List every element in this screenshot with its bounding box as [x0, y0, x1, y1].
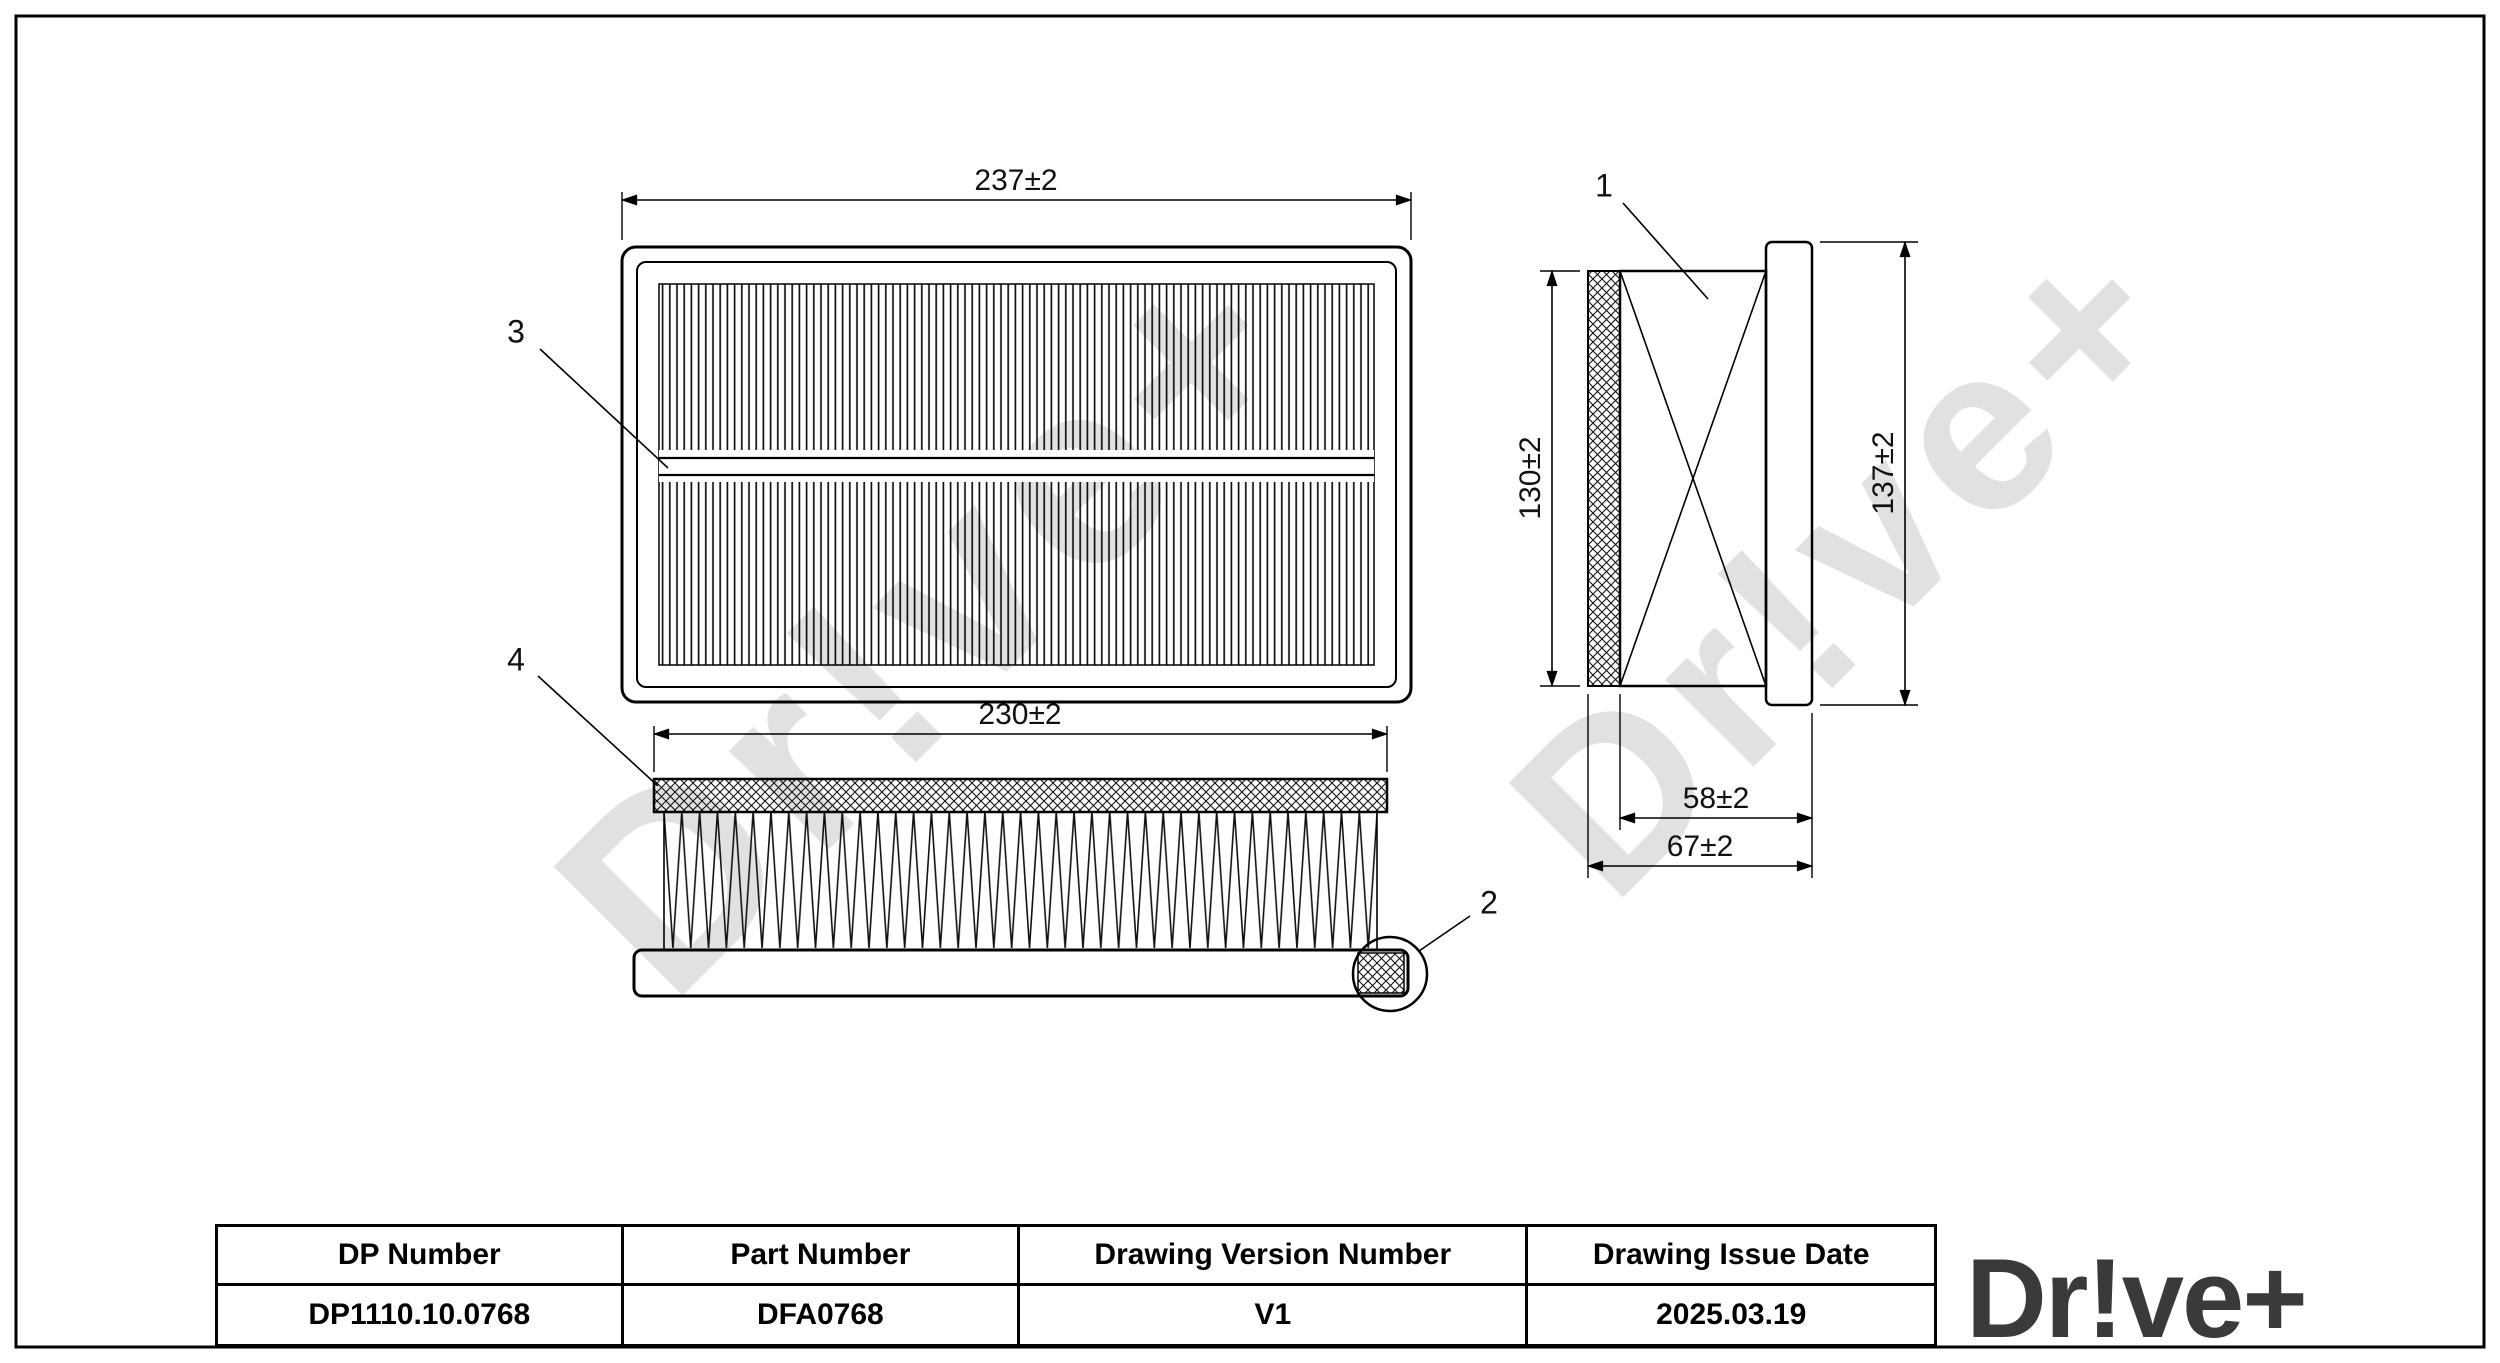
dimension-overall-height: 137±2 — [1867, 431, 1900, 515]
dim-overall-depth — [1586, 694, 1814, 878]
title-block-header-issue-date: Drawing Issue Date — [1528, 1227, 1934, 1286]
title-block-header-dp-number: DP Number — [218, 1227, 624, 1286]
leader-callout-3 — [539, 348, 669, 469]
dimension-overall-depth: 67±2 — [1666, 830, 1734, 863]
dim-media-depth — [1618, 694, 1814, 878]
title-block-value-drawing-version: V1 — [1020, 1285, 1529, 1344]
leader-callout-1 — [1622, 202, 1709, 300]
dimension-media-depth: 58±2 — [1682, 782, 1750, 815]
callout-1: 1 — [1595, 167, 1613, 204]
sheet-border — [14, 14, 2486, 1349]
title-block-value-part-number: DFA0768 — [624, 1285, 1021, 1344]
dimension-seal-width: 230±2 — [978, 698, 1062, 731]
dim-overall-height — [1820, 240, 1918, 707]
plan-view — [620, 245, 1413, 704]
title-block-header-drawing-version: Drawing Version Number — [1020, 1227, 1529, 1286]
title-block-value-dp-number: DP1110.10.0768 — [218, 1285, 624, 1344]
title-block: DP Number Part Number Drawing Version Nu… — [215, 1224, 1937, 1347]
callout-4: 4 — [507, 641, 525, 678]
side-view — [1587, 202, 1814, 707]
brand-logo: Dr!ve+ — [1966, 1236, 2308, 1361]
callout-3: 3 — [507, 313, 525, 350]
dim-top-width — [620, 192, 1413, 240]
leader-callout-4 — [537, 675, 659, 787]
dimension-top-width: 237±2 — [974, 164, 1058, 197]
leader-callout-2 — [1418, 915, 1471, 952]
front-view — [632, 777, 1471, 1013]
title-block-header-part-number: Part Number — [623, 1227, 1021, 1286]
title-block-value-issue-date: 2025.03.19 — [1656, 1297, 1807, 1331]
detail-circle — [1351, 935, 1429, 1013]
dim-seal-width — [652, 726, 1389, 772]
dim-media-height — [1540, 269, 1580, 688]
dimension-media-height: 130±2 — [1514, 436, 1547, 520]
callout-2: 2 — [1480, 884, 1498, 921]
